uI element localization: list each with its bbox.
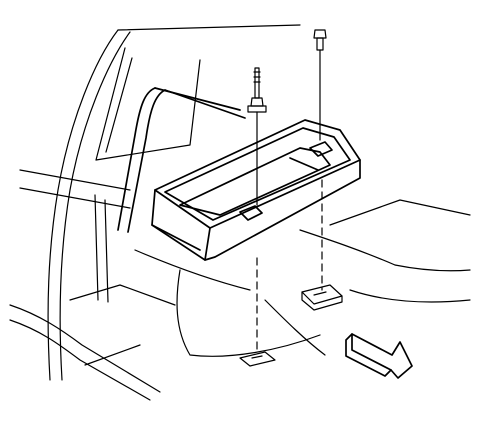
bolt-left	[247, 67, 267, 206]
bolt-right	[313, 29, 327, 141]
tray-component	[151, 119, 361, 261]
mount-pad-left	[239, 351, 276, 367]
vehicle-body	[9, 24, 301, 401]
alignment-lines	[256, 179, 323, 353]
mount-pad-right	[301, 284, 343, 311]
direction-arrow	[345, 333, 413, 379]
antenna-rod	[117, 87, 246, 233]
lower-body-panels	[94, 194, 471, 357]
